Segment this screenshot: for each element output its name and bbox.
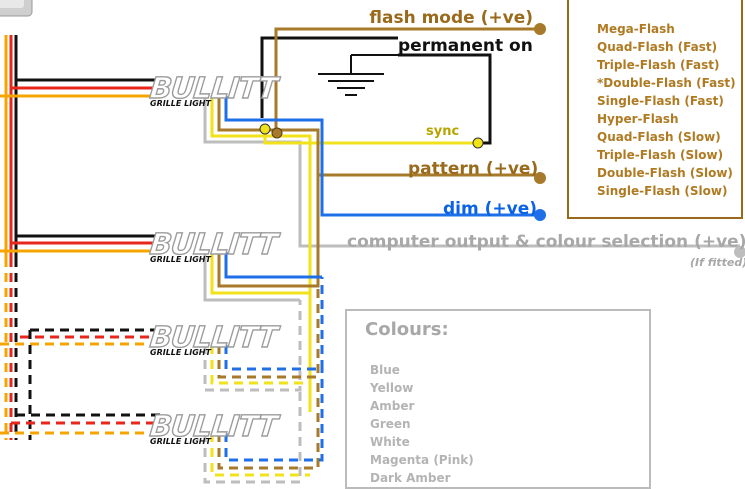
- light4-feed-wires: [0, 413, 160, 435]
- junction-dots: [259, 123, 484, 149]
- logo-sub: GRILLE LIGHT: [150, 437, 211, 446]
- light1-feed-wires: [0, 78, 160, 98]
- flash-pattern-item: Single-Flash (Fast): [597, 94, 724, 108]
- logo-sub: GRILLE LIGHT: [150, 255, 211, 264]
- light1-output-wires: [203, 27, 740, 412]
- colour-item: Magenta (Pink): [370, 453, 474, 467]
- flash-pattern-item: Mega-Flash: [597, 22, 675, 36]
- flash-pattern-item: Triple-Flash (Slow): [597, 148, 724, 162]
- flash-pattern-item: Quad-Flash (Fast): [597, 40, 718, 54]
- bullitt-logo-3: BULLITT GRILLE LIGHT: [148, 319, 280, 357]
- colour-item: Green: [370, 417, 411, 431]
- flash-patterns-box: Mega-Flash Quad-Flash (Fast) Triple-Flas…: [567, 0, 743, 219]
- flash-pattern-item: *Double-Flash (Fast): [597, 76, 736, 90]
- logo-brand: BULLITT: [148, 70, 280, 105]
- bullitt-logo-2: BULLITT GRILLE LIGHT: [148, 226, 280, 264]
- light2-feed-wires: [0, 234, 160, 253]
- colour-item: Blue: [370, 363, 400, 377]
- flash-pattern-item: Triple-Flash (Fast): [597, 58, 720, 72]
- colours-box: Colours: Blue Yellow Amber Green White M…: [345, 309, 651, 489]
- if-fitted-note: (If fitted): [690, 256, 745, 269]
- pattern-label: pattern (+ve): [408, 159, 539, 179]
- light2-output-wires: [203, 175, 322, 302]
- left-trunk-dashed: [3, 258, 19, 442]
- logo-sub: GRILLE LIGHT: [150, 348, 211, 357]
- dim-label: dim (+ve): [443, 199, 538, 219]
- light4-output-wires: [203, 369, 324, 484]
- permanent-on-label: permanent on: [398, 36, 533, 56]
- flash-patterns-list: Mega-Flash Quad-Flash (Fast) Triple-Flas…: [597, 20, 736, 200]
- colour-item: White: [370, 435, 410, 449]
- flash-pattern-item: Quad-Flash (Slow): [597, 130, 721, 144]
- flash-pattern-item: Single-Flash (Slow): [597, 184, 728, 198]
- colour-item: Amber: [370, 399, 415, 413]
- colours-list: Blue Yellow Amber Green White Magenta (P…: [370, 361, 474, 487]
- bullitt-logo-1: BULLITT GRILLE LIGHT: [148, 70, 280, 108]
- logo-brand: BULLITT: [148, 408, 280, 443]
- logo-sub: GRILLE LIGHT: [150, 99, 211, 108]
- colour-item: Dark Amber: [370, 471, 451, 485]
- colour-item: Yellow: [370, 381, 414, 395]
- computer-output-label: computer output & colour selection (+ve): [347, 232, 745, 252]
- bullitt-logo-4: BULLITT GRILLE LIGHT: [148, 408, 280, 446]
- flash-pattern-item: Double-Flash (Slow): [597, 166, 733, 180]
- sync-label: sync: [426, 124, 460, 139]
- logo-brand: BULLITT: [148, 226, 280, 261]
- device-corner: [0, 0, 33, 17]
- light3-output-wires: [203, 277, 324, 392]
- flash-mode-label: flash mode (+ve): [369, 8, 533, 28]
- flash-pattern-item: Hyper-Flash: [597, 112, 679, 126]
- colours-title: Colours:: [365, 319, 449, 340]
- logo-brand: BULLITT: [148, 319, 280, 354]
- ground-symbol: [318, 54, 400, 96]
- terminal-dots: [534, 23, 745, 258]
